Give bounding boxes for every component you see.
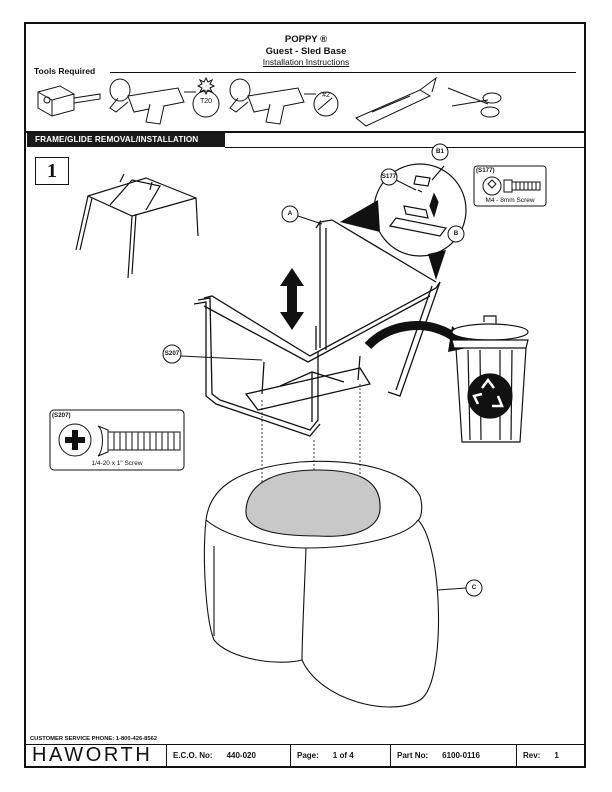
sled-base-frame (193, 219, 441, 437)
screw-s177-caption: M4 - 8mm Screw (485, 197, 535, 204)
footer-bar: HAWORTH E.C.O. No: 440-020 Page: 1 of 4 … (26, 744, 584, 766)
rev-label: Rev: (523, 751, 541, 760)
power-drill-phillips-icon (229, 78, 339, 125)
glide-detail-bubble (340, 163, 467, 280)
screw-s177-tag: (S177) (476, 167, 495, 174)
product-name: POPPY ® (284, 34, 328, 45)
page-border (24, 22, 586, 768)
callout-s207: S207 (164, 350, 180, 357)
section-underline (225, 147, 584, 148)
rev-value: 1 (554, 751, 559, 760)
screw-s207-detail (49, 409, 185, 471)
document-type: Installation Instructions (262, 57, 350, 67)
page-value: 1 of 4 (332, 751, 354, 760)
lift-arrow-icon (280, 268, 304, 330)
phillips-bit-label: #2 (322, 92, 330, 99)
product-subtitle: Guest - Sled Base (265, 46, 347, 57)
step-number: 1 (35, 157, 69, 185)
customer-service-phone: CUSTOMER SERVICE PHONE: 1-800-426-8562 (30, 736, 158, 742)
page-cell: Page: 1 of 4 (290, 745, 390, 766)
part-value: 6100-0116 (442, 751, 480, 760)
scissors-icon (447, 87, 502, 118)
page-label: Page: (297, 751, 319, 760)
screw-s207-tag: (S207) (52, 412, 71, 419)
eco-label: E.C.O. No: (173, 751, 213, 760)
callout-b1: B1 (436, 148, 444, 155)
rev-cell: Rev: 1 (516, 745, 584, 766)
callout-c: C (471, 584, 477, 591)
torx-bit-label: T20 (199, 98, 213, 105)
tools-rule (110, 72, 576, 73)
callout-a: A (287, 210, 293, 217)
part-cell: Part No: 6100-0116 (390, 745, 516, 766)
section-title: FRAME/GLIDE REMOVAL/INSTALLATION (27, 133, 225, 147)
callout-b: B (453, 230, 459, 237)
eco-cell: E.C.O. No: 440-020 (166, 745, 290, 766)
frame-thumbnail (75, 173, 199, 279)
haworth-logo: HAWORTH (32, 744, 153, 766)
trash-can-icon (451, 315, 529, 443)
tape-measure-icon (37, 85, 101, 117)
screw-s207-caption: 1/4-20 x 1" Screw (91, 460, 143, 467)
power-drill-torx-icon (109, 76, 220, 125)
ottoman-seat (203, 460, 440, 708)
section-rule (26, 131, 584, 133)
part-label: Part No: (397, 751, 429, 760)
utility-knife-icon (355, 76, 437, 127)
screw-s177-detail (473, 165, 547, 207)
callout-s177: S177 (381, 173, 397, 180)
eco-value: 440-020 (226, 751, 256, 760)
tools-required-label: Tools Required (34, 66, 96, 76)
